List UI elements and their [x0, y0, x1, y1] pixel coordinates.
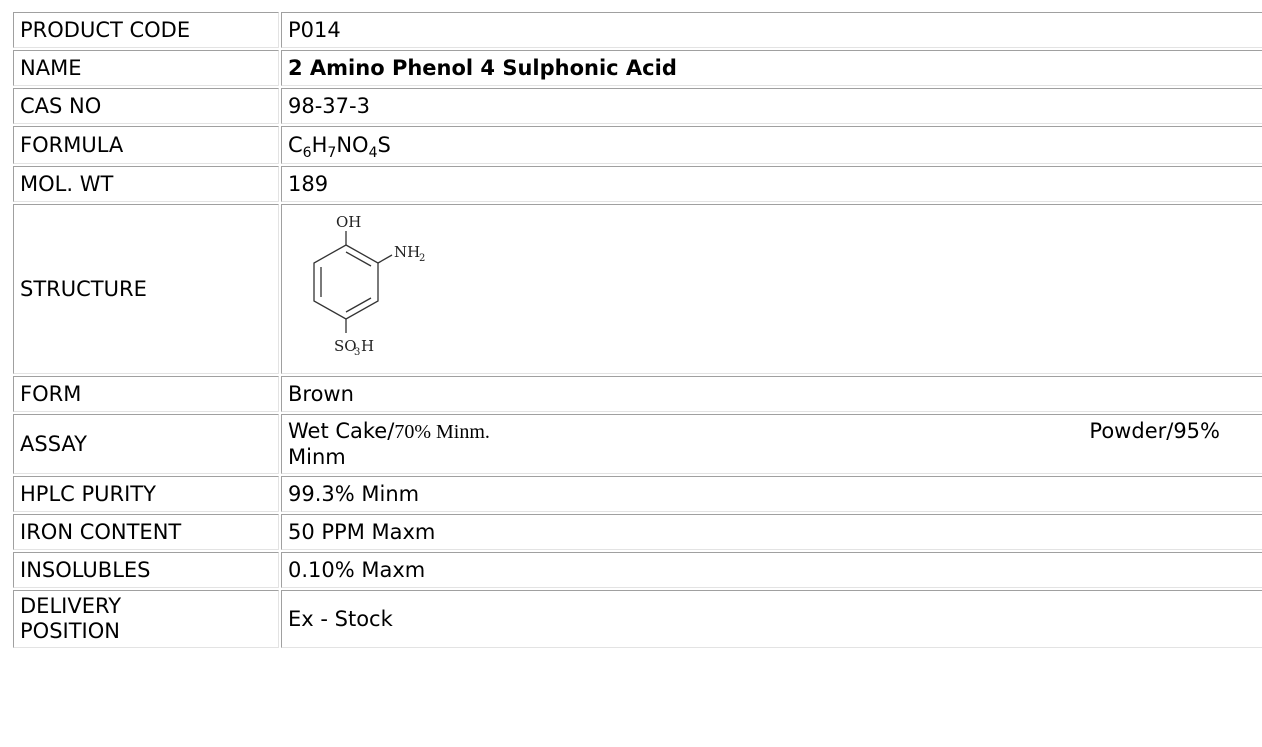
- formula-s: S: [377, 132, 391, 157]
- label-so-sub: 3: [354, 347, 360, 358]
- value-delivery-position: Ex - Stock: [281, 590, 1262, 648]
- assay-line: Wet Cake/70% Minm. Powder/95%: [288, 419, 1220, 445]
- value-iron-content: 50 PPM Maxm: [281, 514, 1262, 550]
- double-bond-bottom-right: [345, 297, 372, 313]
- label-so-h: H: [361, 337, 374, 355]
- value-insolubles: 0.10% Maxm: [281, 552, 1262, 588]
- label-nh: NH: [394, 243, 420, 261]
- value-formula: C6H7NO4S: [281, 126, 1262, 164]
- label-iron-content: IRON CONTENT: [13, 514, 279, 550]
- label-structure: STRUCTURE: [13, 204, 279, 374]
- label-name: NAME: [13, 50, 279, 86]
- value-hplc-purity: 99.3% Minm: [281, 476, 1262, 512]
- label-nh-sub: 2: [419, 253, 425, 264]
- label-delivery-line1: DELIVERY: [20, 594, 122, 618]
- row-cas-no: CAS NO 98-37-3: [13, 88, 1262, 124]
- product-spec-sheet: PRODUCT CODE P014 NAME 2 Amino Phenol 4 …: [11, 10, 1262, 650]
- formula-o-count: 4: [368, 144, 378, 161]
- formula-h: H: [311, 132, 328, 157]
- row-product-code: PRODUCT CODE P014: [13, 12, 1262, 48]
- row-insolubles: INSOLUBLES 0.10% Maxm: [13, 552, 1262, 588]
- label-so: SO: [334, 337, 357, 355]
- row-name: NAME 2 Amino Phenol 4 Sulphonic Acid: [13, 50, 1262, 86]
- value-mol-wt: 189: [281, 166, 1262, 202]
- formula-c-count: 6: [302, 144, 312, 161]
- double-bond-top-right: [345, 251, 372, 267]
- assay-wet-cake: Wet Cake/70% Minm.: [288, 419, 490, 445]
- assay-powder: Powder/95%: [1089, 418, 1220, 443]
- label-product-code: PRODUCT CODE: [13, 12, 279, 48]
- benzene-ring-diagram: OH NH 2 SO 3 H: [313, 213, 425, 358]
- label-formula: FORMULA: [13, 126, 279, 164]
- value-structure: OH NH 2 SO 3 H: [281, 204, 1262, 374]
- row-iron-content: IRON CONTENT 50 PPM Maxm: [13, 514, 1262, 550]
- bond-nh2: [377, 254, 393, 264]
- row-assay: ASSAY Wet Cake/70% Minm. Powder/95% Minm: [13, 414, 1262, 474]
- label-insolubles: INSOLUBLES: [13, 552, 279, 588]
- value-cas-no: 98-37-3: [281, 88, 1262, 124]
- label-delivery-line2: POSITION: [20, 619, 120, 643]
- row-formula: FORMULA C6H7NO4S: [13, 126, 1262, 164]
- assay-wet-cake-value: 70% Minm.: [394, 420, 490, 443]
- value-assay: Wet Cake/70% Minm. Powder/95% Minm: [281, 414, 1262, 474]
- label-form: FORM: [13, 376, 279, 412]
- formula-c: C: [288, 132, 303, 157]
- row-hplc-purity: HPLC PURITY 99.3% Minm: [13, 476, 1262, 512]
- product-spec-table: PRODUCT CODE P014 NAME 2 Amino Phenol 4 …: [11, 10, 1262, 650]
- label-oh: OH: [336, 213, 361, 231]
- formula-no: NO: [336, 132, 369, 157]
- benzene-ring: [313, 244, 379, 320]
- assay-powder-suffix: Minm: [288, 444, 346, 469]
- value-name: 2 Amino Phenol 4 Sulphonic Acid: [281, 50, 1262, 86]
- structure-diagram: OH NH 2 SO 3 H: [288, 209, 448, 369]
- value-product-code: P014: [281, 12, 1262, 48]
- formula-h-count: 7: [327, 144, 337, 161]
- row-mol-wt: MOL. WT 189: [13, 166, 1262, 202]
- row-form: FORM Brown: [13, 376, 1262, 412]
- value-form: Brown: [281, 376, 1262, 412]
- label-hplc-purity: HPLC PURITY: [13, 476, 279, 512]
- label-cas-no: CAS NO: [13, 88, 279, 124]
- assay-wet-cake-label: Wet Cake/: [288, 418, 395, 443]
- label-mol-wt: MOL. WT: [13, 166, 279, 202]
- label-assay: ASSAY: [13, 414, 279, 474]
- row-structure: STRUCTURE: [13, 204, 1262, 374]
